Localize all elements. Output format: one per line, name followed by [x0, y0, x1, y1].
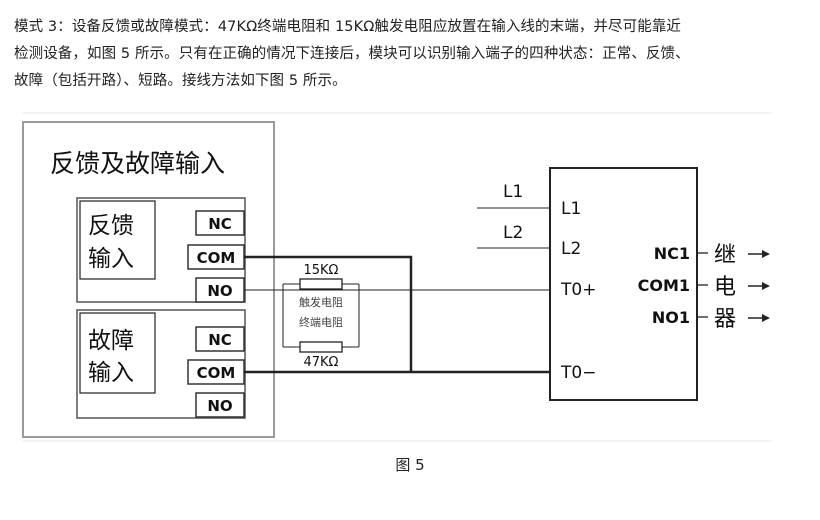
resistor-47k	[299, 341, 343, 353]
device-terminal-l2: L2	[561, 239, 581, 259]
feedback-terminal-nc-label: NC	[208, 215, 232, 233]
paragraph-line-3: 故障（包括开路）、短路。接线方法如下图 5 所示。	[14, 73, 347, 89]
relay-label-3: 器	[714, 307, 736, 332]
feedback-terminal-no-label: NO	[207, 282, 232, 300]
device-box	[549, 167, 698, 401]
wiring-diagram: 反馈及故障输入 反馈 输入 NC COM NO 故障 输入 NC COM NO …	[22, 112, 772, 442]
fault-terminal-nc-label: NC	[208, 331, 232, 349]
paragraph-line-1: 模式 3：设备反馈或故障模式：47KΩ终端电阻和 15KΩ触发电阻应放置在输入线…	[14, 19, 682, 35]
feedback-block	[76, 197, 246, 303]
fault-terminal-no-label: NO	[207, 397, 232, 415]
description-paragraph: 模式 3：设备反馈或故障模式：47KΩ终端电阻和 15KΩ触发电阻应放置在输入线…	[14, 14, 810, 95]
feedback-label-box	[79, 200, 156, 280]
resistor-47k-value: 47KΩ	[303, 355, 338, 370]
fault-terminal-nc	[195, 326, 245, 352]
resistor-15k	[299, 278, 343, 290]
wire-feedback-com	[244, 255, 413, 372]
feedback-terminal-com	[187, 244, 245, 270]
fault-label-box	[79, 312, 156, 394]
relay-output-lines	[697, 252, 708, 318]
feedback-terminal-nc	[195, 210, 245, 236]
line-label-l2: L2	[503, 223, 523, 243]
line-label-l1: L1	[503, 182, 523, 202]
fault-terminal-com-label: COM	[197, 364, 236, 382]
fault-block	[76, 309, 246, 419]
feedback-label-1: 反馈	[88, 213, 134, 239]
device-terminal-nc1: NC1	[654, 244, 690, 263]
relay-label-2: 电	[714, 275, 736, 300]
resistor-15k-value: 15KΩ	[303, 263, 338, 278]
device-terminal-com1: COM1	[638, 276, 690, 295]
paragraph-line-2: 检测设备，如图 5 所示。只有在正确的情况下连接后，模块可以识别输入端子的四种状…	[14, 46, 690, 62]
fault-label-1: 故障	[88, 328, 134, 354]
module-outer-box	[22, 121, 275, 438]
module-title: 反馈及故障输入	[50, 149, 225, 178]
device-terminal-no1: NO1	[652, 308, 690, 327]
relay-label-1: 继	[714, 243, 736, 268]
relay-arrows	[748, 250, 770, 322]
device-terminal-t0minus: T0−	[560, 363, 596, 383]
resistor-terminal-name: 终端电阻	[299, 315, 343, 329]
feedback-terminal-com-label: COM	[197, 249, 236, 267]
feedback-label-2: 输入	[88, 246, 134, 272]
wires	[244, 207, 550, 374]
resistor-trigger-name: 触发电阻	[299, 295, 343, 309]
fault-terminal-com	[187, 359, 245, 385]
fault-label-2: 输入	[88, 360, 134, 386]
device-terminal-l1: L1	[561, 199, 581, 219]
device-terminal-t0plus: T0+	[560, 280, 596, 300]
fault-terminal-no	[195, 392, 245, 418]
figure-caption: 图 5	[395, 456, 425, 474]
